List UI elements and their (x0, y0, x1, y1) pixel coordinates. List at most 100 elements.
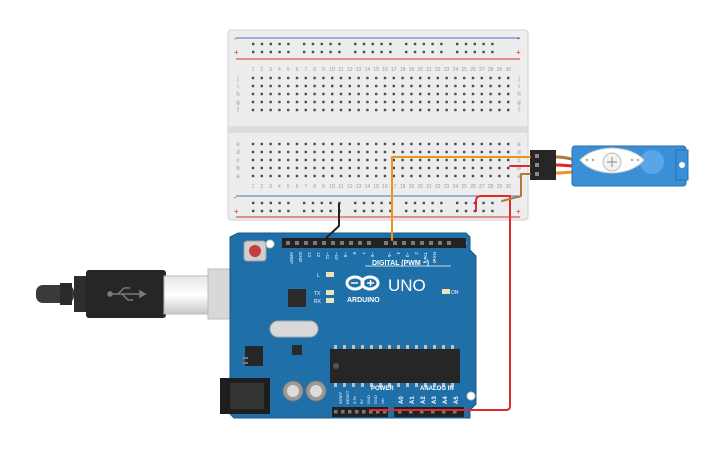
grid-hole[interactable] (295, 108, 299, 112)
grid-hole[interactable] (419, 76, 422, 80)
grid-hole[interactable] (410, 166, 413, 170)
grid-hole[interactable] (401, 158, 404, 162)
grid-hole[interactable] (427, 84, 431, 88)
rail-hole[interactable] (380, 201, 383, 205)
grid-hole[interactable] (471, 174, 475, 178)
rail-hole[interactable] (354, 201, 357, 205)
grid-hole[interactable] (463, 92, 466, 96)
grid-hole[interactable] (419, 142, 422, 146)
grid-hole[interactable] (331, 174, 334, 178)
grid-hole[interactable] (260, 84, 263, 88)
rail-hole[interactable] (440, 42, 443, 46)
rail-hole[interactable] (473, 50, 476, 54)
power-header[interactable] (332, 407, 388, 417)
header-pin[interactable] (438, 241, 442, 245)
grid-hole[interactable] (392, 142, 395, 146)
header-pin[interactable] (384, 241, 388, 245)
grid-hole[interactable] (507, 76, 510, 80)
grid-hole[interactable] (278, 150, 281, 154)
header-pin[interactable] (431, 410, 435, 414)
rail-hole[interactable] (252, 201, 255, 205)
grid-hole[interactable] (498, 158, 501, 162)
grid-hole[interactable] (304, 166, 307, 170)
header-pin[interactable] (358, 241, 362, 245)
grid-hole[interactable] (287, 158, 290, 162)
grid-hole[interactable] (419, 92, 422, 96)
grid-hole[interactable] (375, 92, 378, 96)
header-pin[interactable] (453, 410, 457, 414)
grid-hole[interactable] (339, 158, 343, 162)
grid-hole[interactable] (295, 174, 299, 178)
grid-hole[interactable] (489, 84, 492, 88)
grid-hole[interactable] (357, 100, 360, 104)
rail-hole[interactable] (260, 209, 264, 213)
rail-hole[interactable] (464, 50, 468, 54)
rail-hole[interactable] (311, 50, 315, 54)
grid-hole[interactable] (269, 174, 272, 178)
rail-hole[interactable] (311, 201, 315, 205)
grid-hole[interactable] (410, 174, 413, 178)
rail-hole[interactable] (389, 209, 392, 213)
rail-hole[interactable] (422, 209, 425, 213)
rail-hole[interactable] (482, 209, 485, 213)
grid-hole[interactable] (348, 92, 351, 96)
header-pin[interactable] (362, 410, 366, 414)
grid-hole[interactable] (348, 100, 351, 104)
rail-hole[interactable] (482, 42, 485, 46)
grid-hole[interactable] (419, 150, 422, 154)
rail-hole[interactable] (389, 42, 392, 46)
grid-hole[interactable] (383, 142, 387, 146)
analog-header[interactable] (394, 407, 464, 417)
header-pin[interactable] (313, 241, 317, 245)
grid-hole[interactable] (295, 150, 299, 154)
grid-hole[interactable] (339, 108, 343, 112)
header-pin[interactable] (420, 410, 424, 414)
header-pin[interactable] (341, 410, 345, 414)
header-pin[interactable] (369, 410, 373, 414)
grid-hole[interactable] (383, 100, 387, 104)
grid-hole[interactable] (498, 100, 501, 104)
grid-hole[interactable] (357, 76, 360, 80)
grid-hole[interactable] (383, 92, 387, 96)
grid-hole[interactable] (480, 174, 483, 178)
grid-hole[interactable] (383, 84, 387, 88)
grid-hole[interactable] (295, 92, 299, 96)
grid-hole[interactable] (295, 158, 299, 162)
grid-hole[interactable] (260, 142, 263, 146)
header-pin[interactable] (331, 241, 335, 245)
grid-hole[interactable] (322, 142, 325, 146)
grid-hole[interactable] (489, 100, 492, 104)
grid-hole[interactable] (269, 158, 272, 162)
grid-hole[interactable] (410, 92, 413, 96)
rail-hole[interactable] (405, 50, 408, 54)
grid-hole[interactable] (480, 92, 483, 96)
rail-hole[interactable] (362, 50, 366, 54)
rail-hole[interactable] (362, 209, 366, 213)
grid-hole[interactable] (436, 108, 439, 112)
grid-hole[interactable] (348, 158, 351, 162)
grid-hole[interactable] (471, 142, 475, 146)
grid-hole[interactable] (463, 166, 466, 170)
grid-hole[interactable] (445, 100, 448, 104)
grid-hole[interactable] (375, 108, 378, 112)
rail-hole[interactable] (405, 209, 408, 213)
grid-hole[interactable] (331, 100, 334, 104)
grid-hole[interactable] (498, 174, 501, 178)
header-pin[interactable] (322, 241, 326, 245)
rail-hole[interactable] (303, 209, 306, 213)
grid-hole[interactable] (436, 92, 439, 96)
grid-hole[interactable] (357, 166, 360, 170)
rail-hole[interactable] (260, 50, 264, 54)
rail-hole[interactable] (329, 50, 332, 54)
grid-hole[interactable] (260, 166, 263, 170)
grid-hole[interactable] (304, 92, 307, 96)
grid-hole[interactable] (410, 142, 413, 146)
grid-hole[interactable] (480, 84, 483, 88)
grid-hole[interactable] (313, 100, 316, 104)
header-pin[interactable] (411, 241, 415, 245)
grid-hole[interactable] (445, 166, 448, 170)
header-pin[interactable] (409, 410, 413, 414)
grid-hole[interactable] (410, 76, 413, 80)
